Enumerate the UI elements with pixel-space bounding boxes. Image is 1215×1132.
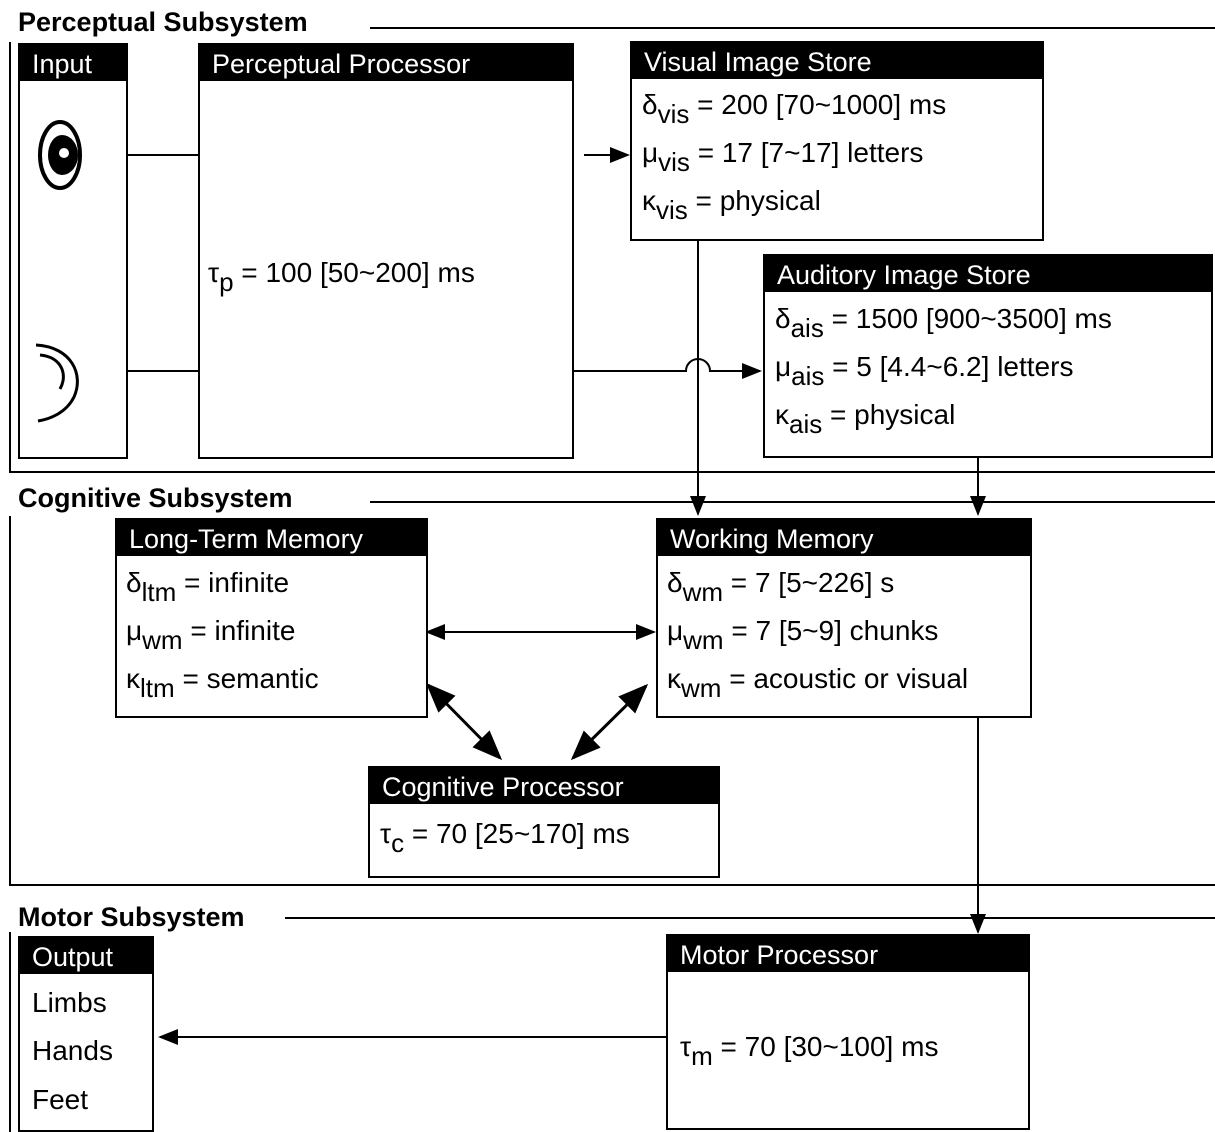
cognitive-subsystem-frame	[9, 501, 1215, 886]
wm-capacity: μwm = 7 [5~9] chunks	[667, 614, 939, 653]
param-subscript: wm	[682, 577, 724, 607]
eye-icon	[38, 120, 82, 190]
auditory-code: κais = physical	[775, 398, 956, 437]
param-subscript: wm	[681, 673, 722, 703]
param-subscript: vis	[656, 195, 688, 225]
param-subscript: p	[219, 267, 234, 297]
param-value: = 7 [5~9] chunks	[723, 615, 939, 646]
cognitive-cycle-time: τc = 70 [25~170] ms	[380, 817, 630, 856]
param-value: = infinite	[182, 615, 296, 646]
param-value: = 70 [30~100] ms	[712, 1031, 939, 1062]
auditory-arrow	[560, 358, 762, 379]
param-subscript: ltm	[141, 577, 177, 607]
ltm-code: κltm = semantic	[126, 662, 319, 701]
param-symbol: τ	[208, 257, 220, 288]
perceptual-processor-box: Perceptual Processor	[198, 43, 574, 459]
motor-subsystem-frame	[9, 917, 1215, 1132]
cognitive-subsystem-title: Cognitive Subsystem	[18, 483, 299, 513]
perceptual-cycle-time: τp = 100 [50~200] ms	[208, 256, 475, 295]
input-header: Input	[20, 45, 126, 81]
param-symbol: δ	[126, 567, 142, 598]
param-value: = infinite	[176, 567, 290, 598]
param-symbol: κ	[126, 663, 140, 694]
output-box: Output	[18, 936, 154, 1132]
wm-code: κwm = acoustic or visual	[667, 662, 969, 701]
visual-image-store-box: Visual Image Store	[630, 41, 1044, 241]
visual-image-store-header: Visual Image Store	[632, 43, 1042, 79]
param-symbol: μ	[667, 615, 684, 646]
param-subscript: wm	[683, 625, 724, 655]
param-subscript: m	[691, 1041, 713, 1071]
ltm-cognitive-double-arrow	[425, 682, 503, 761]
param-value: = semantic	[174, 663, 319, 694]
motor-subsystem-title: Motor Subsystem	[18, 902, 251, 932]
param-symbol: κ	[642, 185, 656, 216]
output-item: Hands	[32, 1035, 113, 1066]
param-symbol: τ	[680, 1031, 692, 1062]
working-memory-header: Working Memory	[658, 520, 1030, 556]
param-value: = physical	[687, 185, 821, 216]
param-symbol: μ	[642, 137, 659, 168]
param-value: = physical	[822, 399, 956, 430]
output-item: Feet	[32, 1084, 89, 1115]
param-symbol: δ	[775, 303, 791, 334]
param-symbol: κ	[667, 663, 681, 694]
param-value: = 5 [4.4~6.2] letters	[824, 351, 1074, 382]
output-item: Limbs	[32, 987, 107, 1018]
param-symbol: κ	[775, 399, 789, 430]
perceptual-subsystem-frame	[9, 27, 1215, 473]
param-symbol: μ	[775, 351, 792, 382]
param-symbol: μ	[126, 615, 143, 646]
auditory-image-store-box: Auditory Image Store	[763, 254, 1213, 458]
param-subscript: c	[391, 828, 405, 858]
input-box: Input	[18, 43, 128, 459]
working-memory-box: Working Memory	[656, 518, 1032, 718]
auditory-decay: δais = 1500 [900~3500] ms	[775, 302, 1112, 341]
param-value: = acoustic or visual	[721, 663, 969, 694]
param-subscript: ltm	[140, 673, 175, 703]
cognitive-processor-box: Cognitive Processor	[368, 766, 720, 878]
auditory-image-store-header: Auditory Image Store	[765, 256, 1211, 292]
param-subscript: ais	[791, 361, 825, 391]
param-symbol: δ	[642, 89, 658, 120]
wm-cognitive-double-arrow	[570, 683, 649, 761]
motor-cycle-time: τm = 70 [30~100] ms	[680, 1030, 939, 1069]
param-subscript: vis	[658, 147, 690, 177]
long-term-memory-header: Long-Term Memory	[117, 520, 426, 556]
wm-decay: δwm = 7 [5~226] s	[667, 566, 895, 605]
motor-processor-box: Motor Processor	[666, 934, 1030, 1130]
perceptual-subsystem-title: Perceptual Subsystem	[18, 7, 314, 37]
param-value: = 200 [70~1000] ms	[689, 89, 947, 120]
perceptual-processor-header: Perceptual Processor	[200, 45, 572, 81]
visual-decay: δvis = 200 [70~1000] ms	[642, 88, 947, 127]
ltm-decay: δltm = infinite	[126, 566, 290, 605]
param-subscript: ais	[790, 313, 824, 343]
output-header: Output	[20, 938, 152, 974]
param-symbol: δ	[667, 567, 683, 598]
param-symbol: τ	[380, 818, 392, 849]
param-value: = 7 [5~226] s	[723, 567, 895, 598]
cognitive-processor-header: Cognitive Processor	[370, 768, 718, 804]
visual-code: κvis = physical	[642, 184, 821, 223]
param-value: = 100 [50~200] ms	[233, 257, 475, 288]
auditory-capacity: μais = 5 [4.4~6.2] letters	[775, 350, 1074, 389]
param-subscript: vis	[657, 99, 690, 129]
param-value: = 70 [25~170] ms	[404, 818, 630, 849]
ear-icon	[35, 343, 79, 423]
param-subscript: ais	[789, 409, 823, 439]
visual-capacity: μvis = 17 [7~17] letters	[642, 136, 924, 175]
ltm-capacity: μwm = infinite	[126, 614, 296, 653]
param-value: = 17 [7~17] letters	[689, 137, 924, 168]
param-subscript: wm	[142, 625, 183, 655]
motor-processor-header: Motor Processor	[668, 936, 1028, 972]
long-term-memory-box: Long-Term Memory	[115, 518, 428, 718]
param-value: = 1500 [900~3500] ms	[823, 303, 1112, 334]
